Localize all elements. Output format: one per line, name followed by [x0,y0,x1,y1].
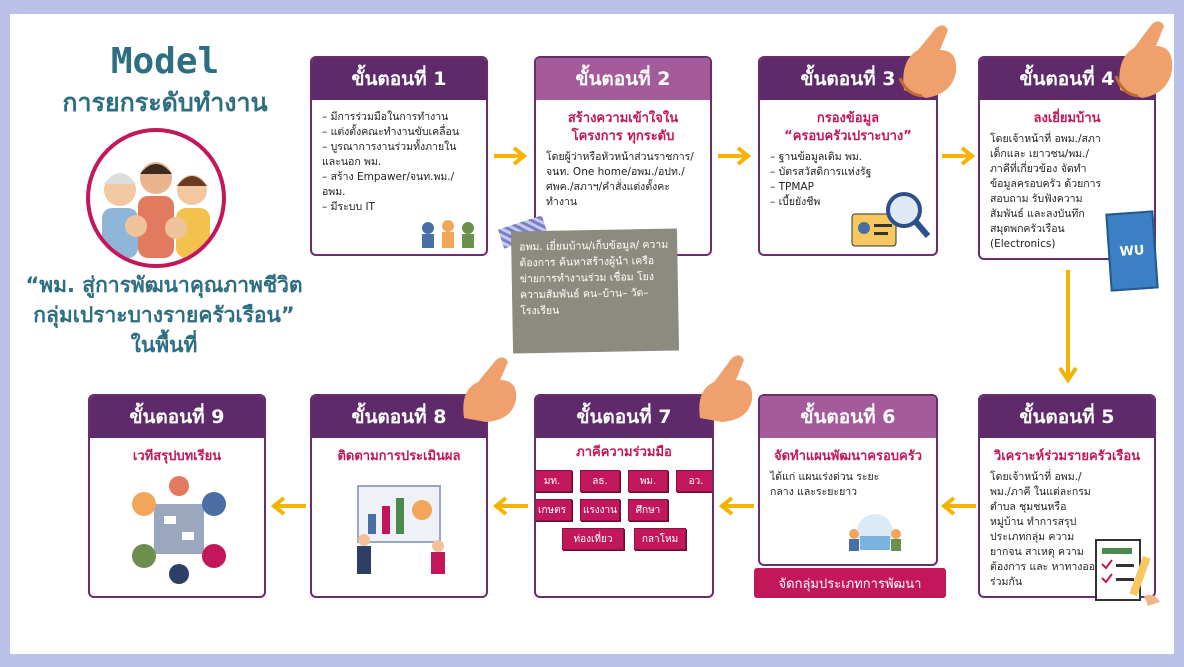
model-title: Model [110,41,220,82]
family-illustration [86,128,226,268]
step-6-subtitle: จัดทำแผนพัฒนาครอบครัว [773,449,923,464]
step-3-bullet: – เบี้ยยังชีพ [770,196,821,208]
step-1-bullet: – บูรณาการงานร่วมทั้งภายใน [322,141,457,153]
step-9-box: ขั้นตอนที่ 9 เวทีสรุปบทเรียน [88,394,266,598]
step-1-bullet: และนอก พม. [322,156,382,168]
household-book-icon: WU [1105,210,1159,292]
team-planning-icon [849,514,901,551]
step-1-bullet: – มีระบบ IT [322,201,375,213]
model-subtitle: การยกระดับทำงาน [62,88,268,117]
step-8-subtitle: ติดตามการประเมินผล [337,449,461,464]
arrow-1-2 [494,146,528,166]
partner-chip: มท. [536,470,572,492]
step-9-subtitle: เวทีสรุปบทเรียน [132,449,222,464]
step-1-bullet: – แต่งตั้งคณะทำงานขับเคลื่อน [322,126,460,138]
development-grouping-button[interactable]: จัดกลุ่มประเภทการพัฒนา [754,568,946,598]
meeting-people-icon [422,220,474,248]
step-7-subtitle: ภาคีความร่วมมือ [576,445,672,460]
partner-chip: พม. [628,470,668,492]
partner-chip: อว. [676,470,712,492]
step-9-title: ขั้นตอนที่ 9 [90,396,264,438]
step-2-title: ขั้นตอนที่ 2 [536,58,710,100]
hand-pointer-icon [1114,21,1173,98]
arrow-7-8 [492,496,528,516]
id-card-search-icon [851,192,930,247]
step-6-title: ขั้นตอนที่ 6 [760,396,936,438]
step-2-subtitle: สร้างความเข้าใจในโครงการ ทุกระดับ [567,111,679,144]
partner-chip: กลาโหม [634,528,686,550]
step-1-bullet: – สร้าง Empawer/จนท.พม./อพม. [322,171,455,198]
sticky-note: อพม. เยี่ยมบ้าน/เก็บข้อมูล/ ความต้องการ … [510,228,680,354]
step-1-box: ขั้นตอนที่ 1 – มีการร่วมมือในการทำงาน – … [310,56,488,256]
step-3-subtitle: กรองข้อมูล [816,111,880,126]
step-6-body: ได้แก่ แผนเร่งด่วน ระยะกลาง และระยะยาว [770,471,880,498]
model-quote: “พม. สู่การพัฒนาคุณภาพชีวิต กลุ่มเปราะบา… [14,270,314,360]
step-1-bullet: – มีการร่วมมือในการทำงาน [322,111,449,123]
hand-pointer-icon [463,357,517,422]
partner-chip: ศึกษา [628,499,668,521]
arrow-5-6 [940,496,976,516]
partner-chips: มท. ลธ. พม. อว. เกษตร แรงงาน ศึกษา [536,470,712,521]
meeting-table-icon [132,476,226,584]
arrow-2-3 [718,146,752,166]
arrow-4-5 [1058,270,1078,384]
step-5-body: โดยเจ้าหน้าที่ อพม./พม./ภาคี ในแต่ละกรม … [990,471,1102,588]
partner-chip: ลธ. [580,470,620,492]
step-3-bullet: – ฐานข้อมูลเดิม พม. [770,151,863,163]
arrow-3-4 [942,146,976,166]
quote-line-1: “พม. สู่การพัฒนาคุณภาพชีวิต [25,273,303,297]
step-8-box: ขั้นตอนที่ 8 ติดตามการประเมินผล [310,394,488,598]
step-3-bullet: – บัตรสวัสดิการแห่งรัฐ [770,166,872,178]
book-label: WU [1119,242,1145,260]
step-8-title: ขั้นตอนที่ 8 [312,396,486,438]
hand-pointer-icon [699,355,753,422]
step-4-body: โดยเจ้าหน้าที่ อพม./สภาเด็กและ เยาวชน/พม… [990,133,1102,250]
arrow-8-9 [270,496,306,516]
step-2-box: ขั้นตอนที่ 2 สร้างความเข้าใจในโครงการ ทุ… [534,56,712,256]
step-7-box: ขั้นตอนที่ 7 ภาคีความร่วมมือ มท. ลธ. พม.… [534,394,714,598]
step-1-title: ขั้นตอนที่ 1 [312,58,486,100]
step-7-title: ขั้นตอนที่ 7 [536,396,712,438]
quote-line-3: ในพื้นที่ [130,333,198,357]
presentation-icon [357,485,445,574]
checklist-icon [1095,539,1160,606]
step-3-bullet: – TPMAP [770,181,814,193]
step-3-subtitle-2: “ครอบครัวเปราะบาง” [784,129,912,144]
partner-chip: แรงงาน [580,499,620,521]
arrow-6-7 [718,496,754,516]
quote-line-2: กลุ่มเปราะบางรายครัวเรือน” [33,303,295,327]
partner-chip: ท่องเที่ยว [562,528,624,550]
hand-pointer-icon [898,25,957,98]
step-6-box: ขั้นตอนที่ 6 จัดทำแผนพัฒนาครอบครัว ได้แก… [758,394,938,566]
step-3-box: ขั้นตอนที่ 3 กรองข้อมูล “ครอบครัวเปราะบา… [758,56,938,256]
step-2-body: โดยผู้ว่าหรือหัวหน้าส่วนราชการ/ จนท. One… [546,151,694,208]
step-5-title: ขั้นตอนที่ 5 [980,396,1154,438]
partner-chip: เกษตร [536,499,572,521]
step-4-subtitle: ลงเยี่ยมบ้าน [1033,111,1101,126]
step-5-subtitle: วิเคราะห์ร่วมรายครัวเรือน [993,449,1141,464]
